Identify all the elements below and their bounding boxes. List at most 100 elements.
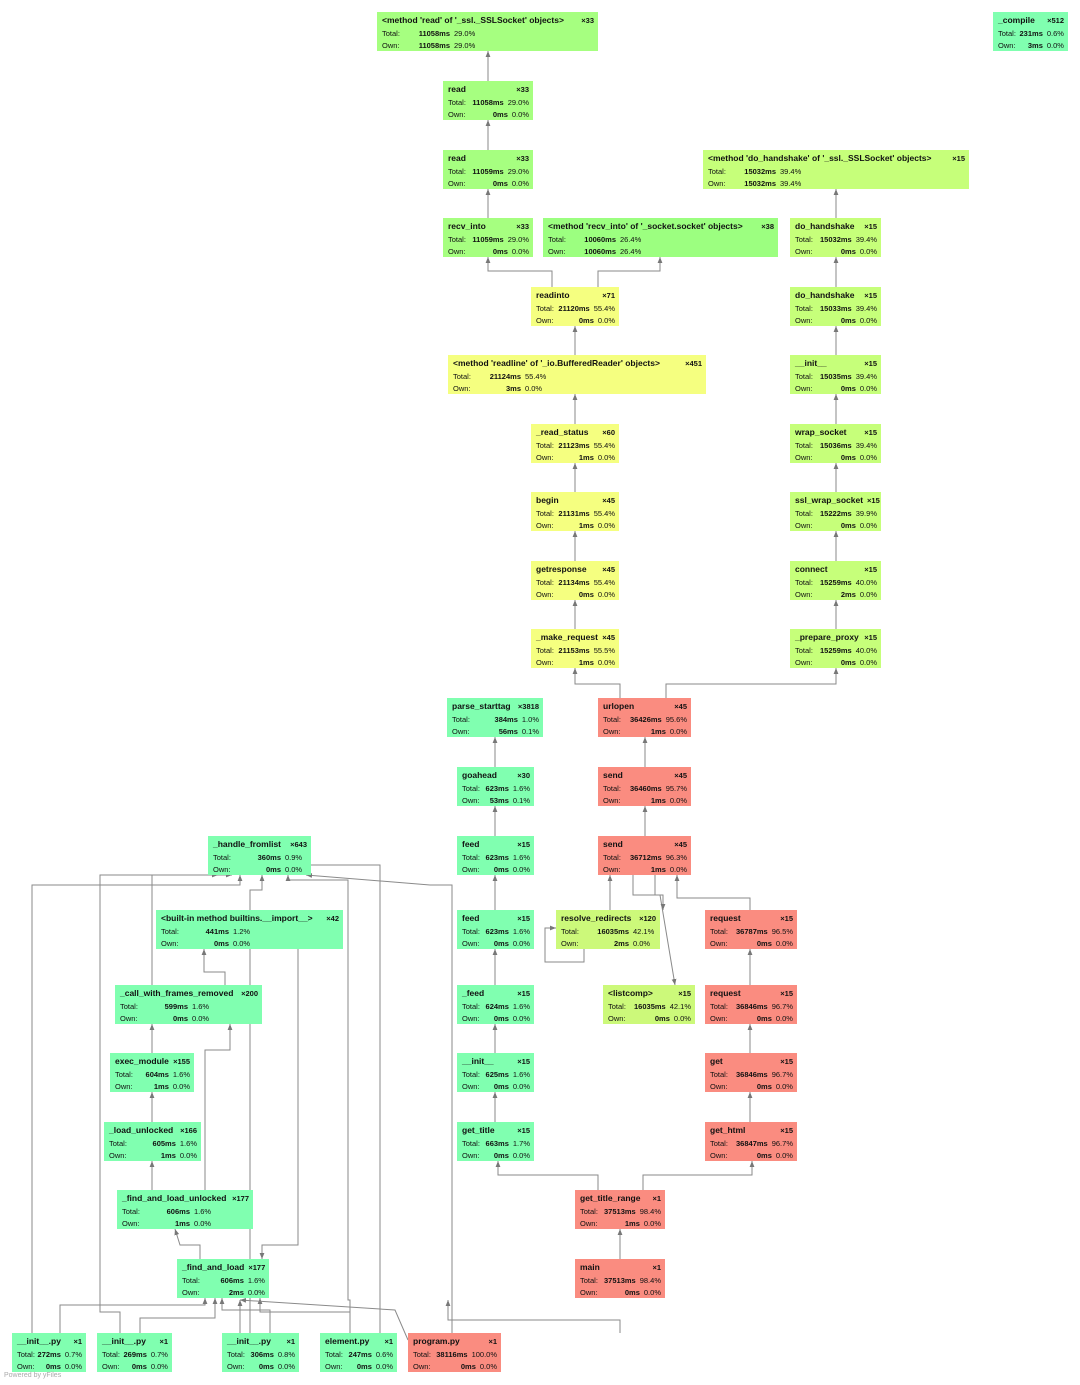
own-label: Own: [452,726,470,736]
total-label: Total: [122,1207,140,1216]
node-call-count: ×15 [952,154,965,163]
own-pct: 0.0% [669,795,687,805]
own-ms: 1ms [578,452,594,462]
node-name: _read_status [536,427,589,437]
own-label: Own: [17,1361,35,1371]
own-ms: 3ms [1027,40,1043,50]
own-label: Own: [536,520,554,530]
call-edge [139,1298,218,1333]
total-ms: 36426ms [630,715,662,724]
total-pct: 96.7% [771,1139,793,1148]
node-name: main [580,1262,600,1272]
call-edge [305,873,453,1333]
total-pct: 26.4% [620,235,642,244]
own-pct: 0.0% [859,315,877,325]
node-call-count: ×15 [864,291,877,300]
node-call-count: ×1 [73,1337,82,1346]
total-label: Total: [448,235,466,244]
own-pct: 0.0% [859,383,877,393]
node-call-count: ×3818 [517,702,539,711]
node-ssl-read[interactable]: <method 'read' of '_ssl._SSLSocket' obje… [377,12,598,51]
total-label: Total: [710,1002,728,1011]
total-pct: 1.6% [172,1070,190,1079]
total-label: Total: [462,927,480,936]
total-label: Total: [708,167,726,176]
own-label: Own: [710,1013,728,1023]
own-ms: 0ms [460,1361,476,1371]
total-pct: 55.4% [593,441,615,450]
total-pct: 0.6% [375,1350,393,1359]
node-call-count: ×15 [517,840,530,849]
own-ms: 2ms [840,589,856,599]
total-ms: 36712ms [630,853,662,862]
node-call-count: ×45 [674,840,687,849]
total-ms: 15036ms [820,441,852,450]
total-pct: 1.6% [192,1002,210,1011]
node-call-count: ×15 [517,1126,530,1135]
own-ms: 0ms [756,938,772,948]
own-ms: 1ms [578,520,594,530]
node-call-count: ×155 [173,1057,190,1066]
node-name: __init__.py [102,1336,146,1346]
node-builtin-import[interactable]: <built-in method builtins.__import__>×42… [156,910,343,949]
total-pct: 29.0% [507,167,529,176]
node-sock-recv-into[interactable]: <method 'recv_into' of '_socket.socket' … [543,218,778,257]
total-label: Total: [710,1070,728,1079]
own-label: Own: [536,452,554,462]
node-readline[interactable]: <method 'readline' of '_io.BufferedReade… [448,355,706,394]
total-pct: 0.7% [150,1350,168,1359]
node-do-handshake-m[interactable]: <method 'do_handshake' of '_ssl._SSLSock… [703,150,969,189]
node-name: _compile [998,15,1035,25]
own-pct: 0.0% [375,1361,393,1371]
node-call-count: ×33 [581,16,594,25]
total-label: Total: [710,927,728,936]
own-ms: 1ms [578,657,594,667]
node-name: _find_and_load [182,1262,245,1272]
